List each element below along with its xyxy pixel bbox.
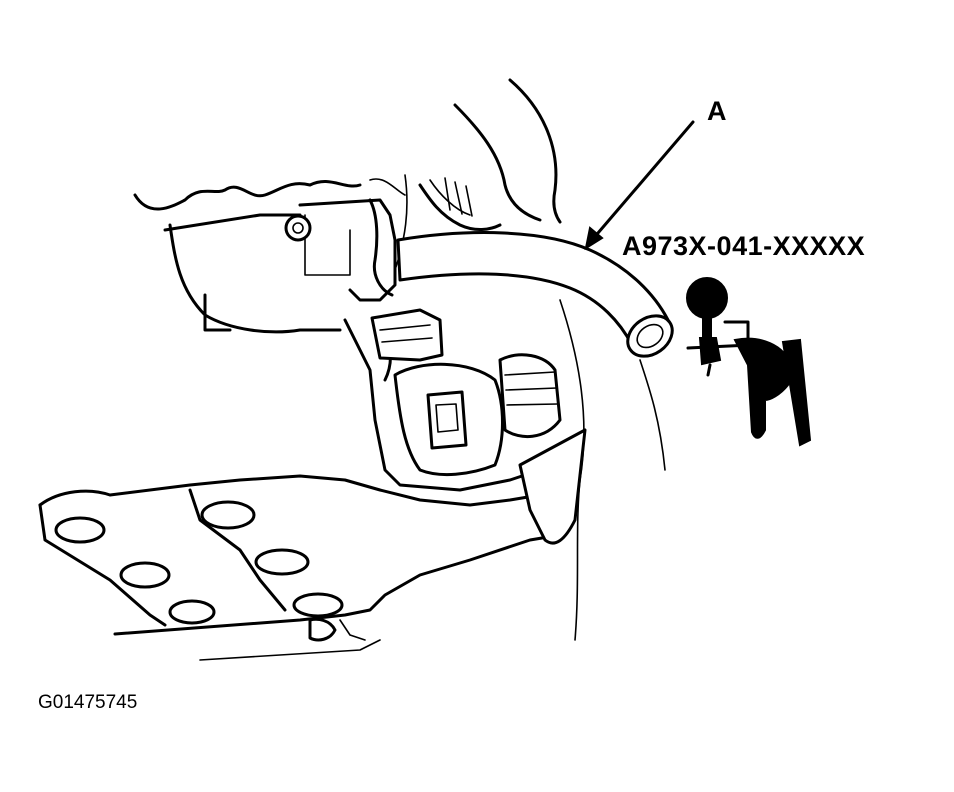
upper-hoses xyxy=(418,78,562,231)
connector-fittings xyxy=(370,308,562,476)
lower-cover-plate xyxy=(38,428,587,661)
vacuum-hose-a xyxy=(396,231,674,358)
vacuum-pump-gauge-icon xyxy=(686,277,812,447)
callout-label-a: A xyxy=(707,96,727,126)
part-number-label: A973X-041-XXXXX xyxy=(622,231,866,261)
callout-arrow xyxy=(584,120,695,251)
figure-id-label: G01475745 xyxy=(38,692,138,713)
